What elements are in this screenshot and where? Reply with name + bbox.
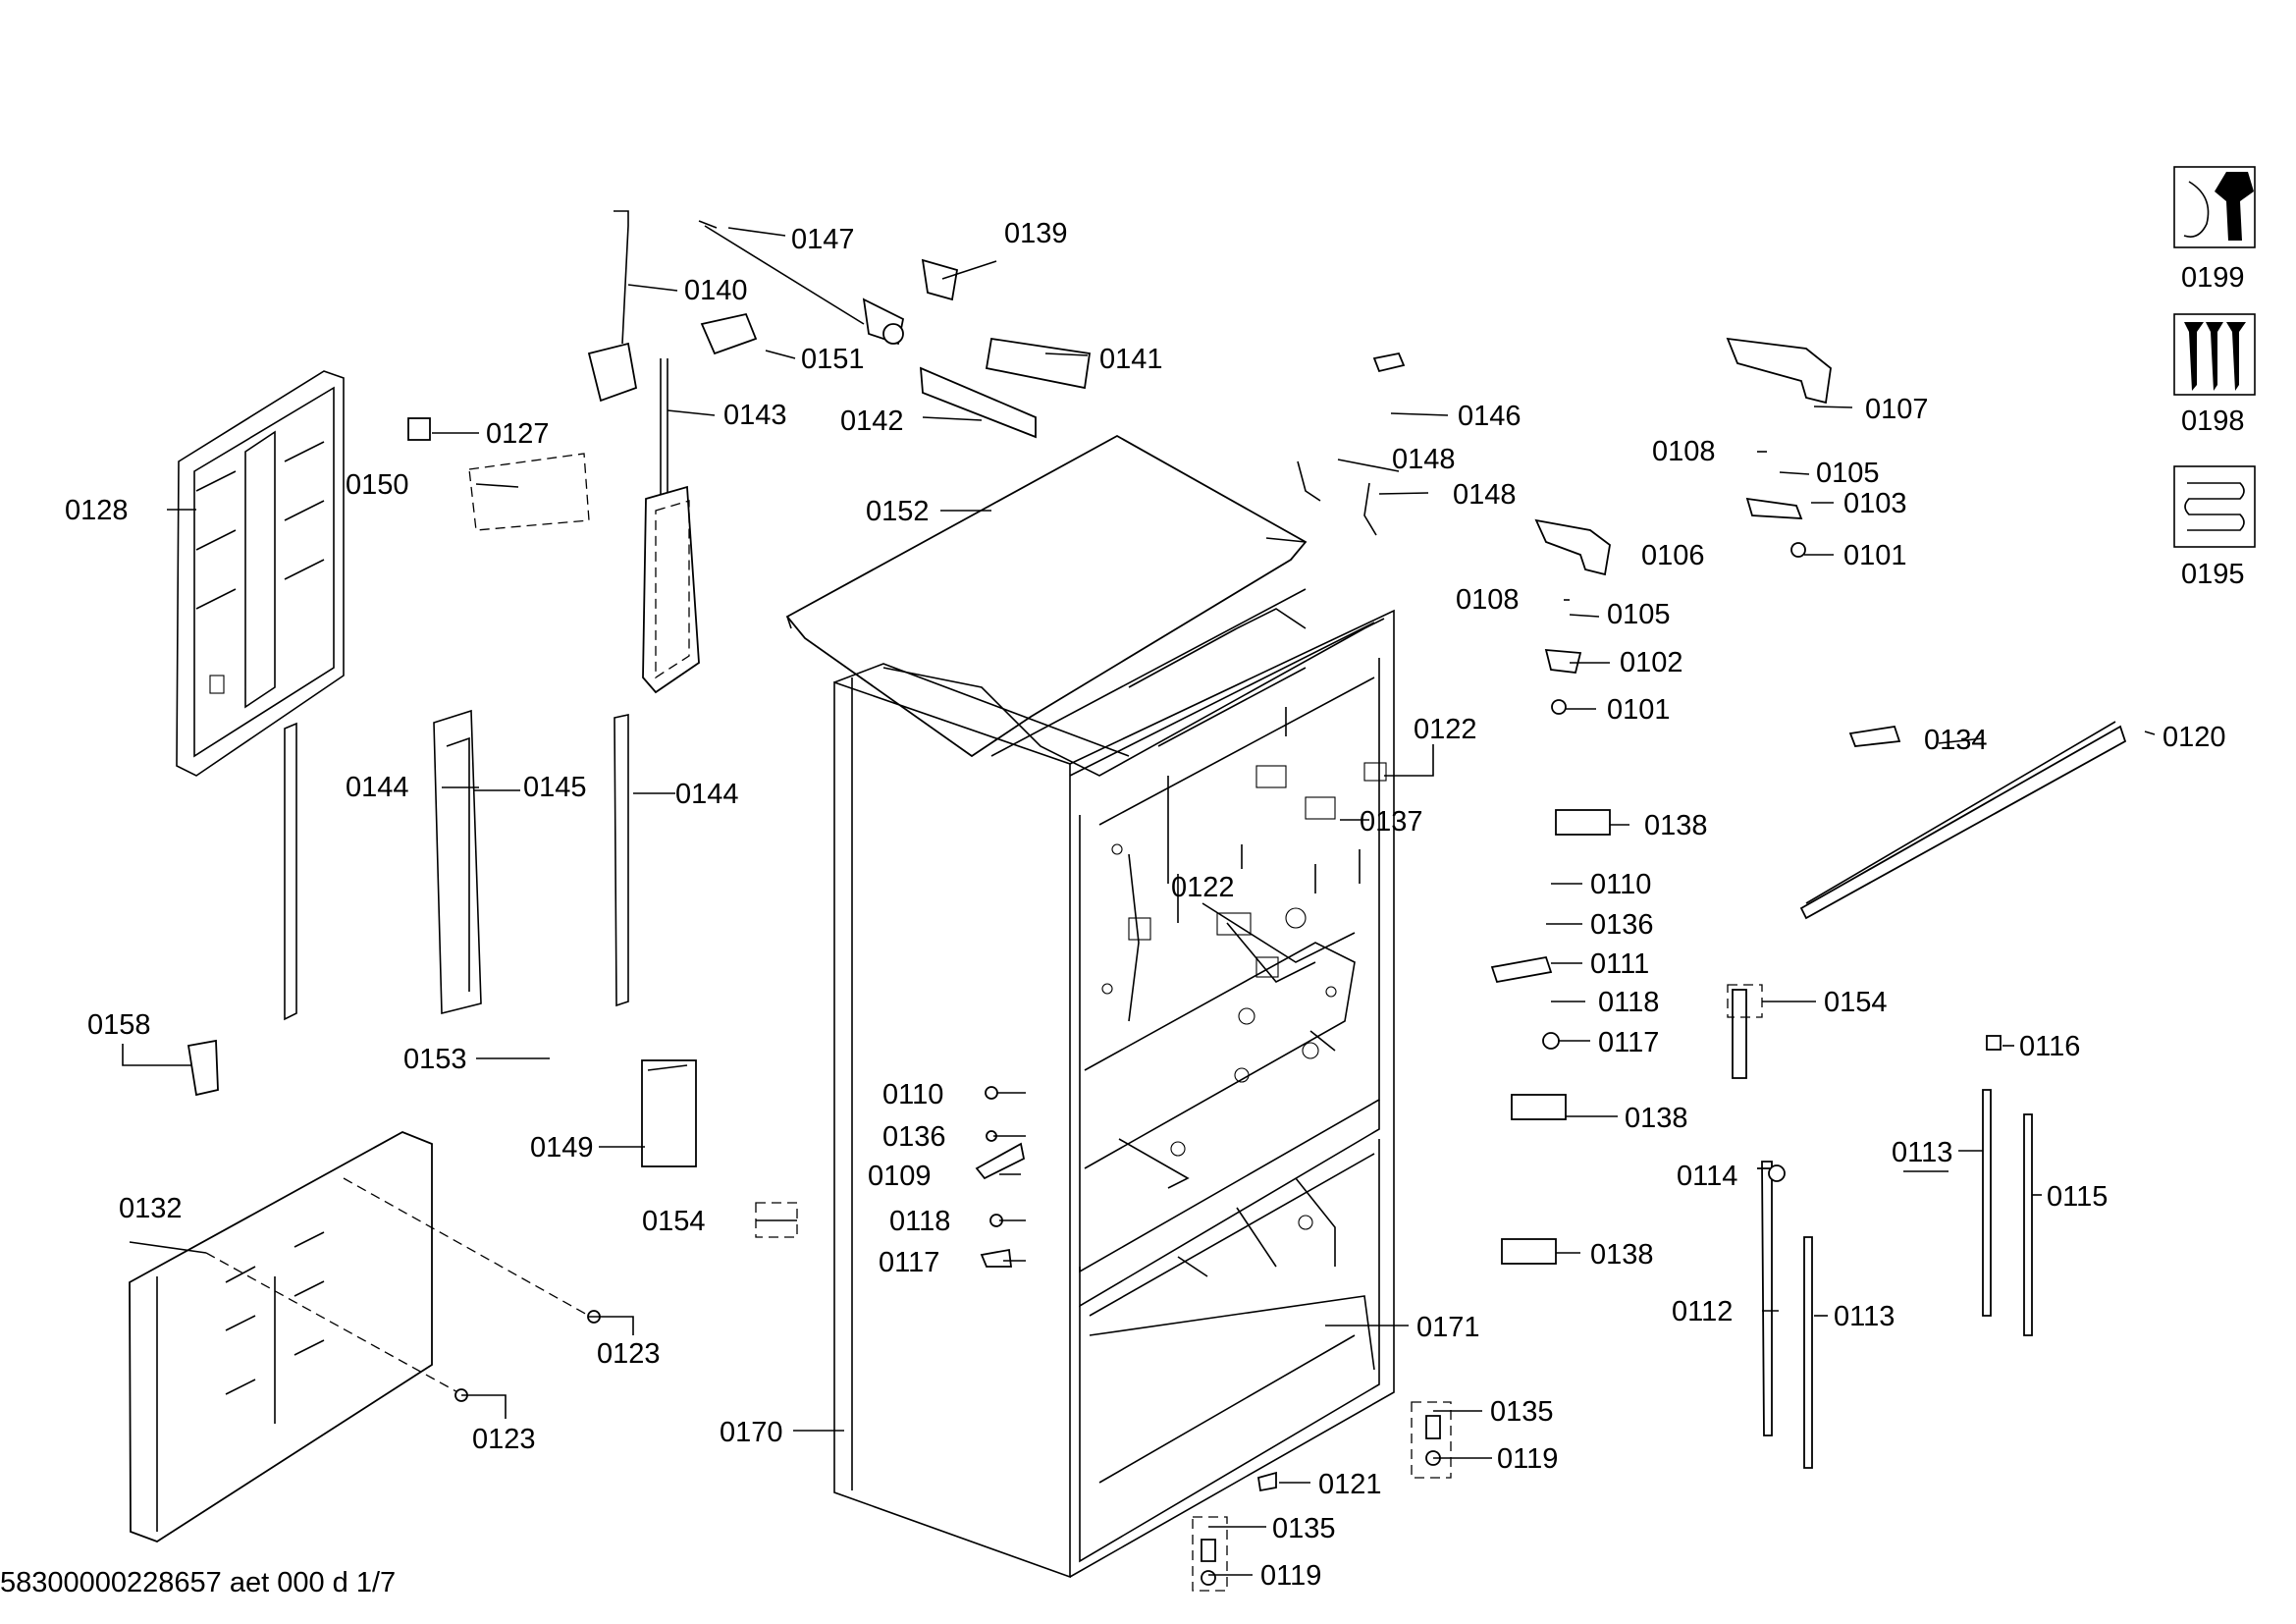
callout-0115[interactable]: 0115	[2047, 1181, 2108, 1213]
door-hinge-parts	[1490, 337, 2127, 1469]
callout-0121[interactable]: 0121	[1318, 1469, 1382, 1500]
callout-0123a[interactable]: 0123	[597, 1338, 661, 1370]
callout-0128[interactable]: 0128	[65, 495, 129, 526]
callout-0109[interactable]: 0109	[868, 1161, 932, 1192]
callout-0170[interactable]: 0170	[720, 1417, 783, 1448]
callout-0108a[interactable]: 0108	[1652, 436, 1716, 467]
callout-0108b[interactable]: 0108	[1456, 584, 1520, 616]
accessory-label-0195: 0195	[2181, 559, 2245, 590]
callout-0142[interactable]: 0142	[840, 406, 904, 437]
callout-0136b[interactable]: 0136	[882, 1121, 946, 1153]
callout-0106[interactable]: 0106	[1641, 540, 1705, 571]
accessory-icons: 0199 0198 0195	[2173, 166, 2256, 590]
document-code: 58300000228657 aet 000 d 1/7	[0, 1567, 397, 1598]
accessory-label-0199: 0199	[2181, 262, 2245, 294]
callout-0135a[interactable]: 0135	[1490, 1396, 1554, 1428]
callout-0110a[interactable]: 0110	[1590, 869, 1651, 900]
callout-0154a[interactable]: 0154	[642, 1206, 706, 1237]
callout-0103[interactable]: 0103	[1843, 488, 1907, 519]
callout-0138c[interactable]: 0138	[1590, 1239, 1654, 1271]
callout-0122b[interactable]: 0122	[1171, 872, 1235, 903]
shelf-rails	[284, 709, 629, 1021]
accessory-label-0198: 0198	[2181, 406, 2245, 437]
small-hardware	[755, 984, 1763, 1592]
screws-icon[interactable]: 0198	[2173, 313, 2256, 437]
callout-0140[interactable]: 0140	[684, 275, 748, 306]
top-components	[407, 220, 1406, 536]
callout-0151[interactable]: 0151	[801, 344, 865, 375]
cabinet-body	[785, 434, 1395, 1579]
callout-0127[interactable]: 0127	[486, 418, 550, 450]
callout-0117a[interactable]: 0117	[1598, 1027, 1659, 1058]
callout-0138a[interactable]: 0138	[1644, 810, 1708, 841]
callout-0101b[interactable]: 0101	[1607, 694, 1671, 726]
callout-0122a[interactable]: 0122	[1414, 714, 1477, 745]
callout-0119b[interactable]: 0119	[1260, 1560, 1321, 1592]
bottom-plate	[129, 1039, 697, 1543]
callout-0118b[interactable]: 0118	[889, 1206, 950, 1237]
callout-0158[interactable]: 0158	[87, 1009, 151, 1041]
top-cover-plate	[785, 434, 1308, 758]
callout-0138b[interactable]: 0138	[1625, 1103, 1688, 1134]
callout-0137[interactable]: 0137	[1360, 806, 1423, 838]
callout-0144a[interactable]: 0144	[346, 772, 409, 803]
heating-coil-icon[interactable]: 0195	[2173, 465, 2256, 590]
callout-labels: 0147 0139 0140 0151 0141 0143 0142 0127 …	[65, 218, 2226, 1592]
leader-lines	[122, 227, 2156, 1576]
callout-0154b[interactable]: 0154	[1824, 987, 1888, 1018]
callout-0149[interactable]: 0149	[530, 1132, 594, 1164]
callout-0134[interactable]: 0134	[1924, 725, 1988, 756]
callout-0107[interactable]: 0107	[1865, 394, 1929, 425]
callout-0123b[interactable]: 0123	[472, 1424, 536, 1455]
callout-0117b[interactable]: 0117	[879, 1247, 939, 1278]
callout-0105a[interactable]: 0105	[1816, 458, 1880, 489]
callout-0101a[interactable]: 0101	[1843, 540, 1907, 571]
side-panel	[176, 370, 345, 777]
water-valve-assembly	[587, 210, 700, 694]
callout-0148b[interactable]: 0148	[1453, 479, 1517, 511]
callout-0111[interactable]: 0111	[1590, 948, 1649, 980]
callout-0132[interactable]: 0132	[119, 1193, 183, 1224]
callout-0136a[interactable]: 0136	[1590, 909, 1654, 941]
callout-0153[interactable]: 0153	[403, 1044, 467, 1075]
callout-0135b[interactable]: 0135	[1272, 1513, 1336, 1544]
callout-0147[interactable]: 0147	[791, 224, 855, 255]
callout-0120[interactable]: 0120	[2163, 722, 2226, 753]
callout-0113a[interactable]: 0113	[1892, 1137, 1952, 1168]
callout-0141[interactable]: 0141	[1099, 344, 1163, 375]
callout-0112[interactable]: 0112	[1672, 1296, 1733, 1327]
callout-0105b[interactable]: 0105	[1607, 599, 1671, 630]
callout-0139[interactable]: 0139	[1004, 218, 1068, 249]
callout-0150[interactable]: 0150	[346, 469, 409, 501]
callout-0148a[interactable]: 0148	[1392, 444, 1456, 475]
callout-0143[interactable]: 0143	[723, 400, 787, 431]
tools-wrench-icon[interactable]: 0199	[2173, 166, 2256, 294]
callout-0116[interactable]: 0116	[2019, 1031, 2080, 1062]
callout-0145[interactable]: 0145	[523, 772, 587, 803]
callout-0113b[interactable]: 0113	[1834, 1301, 1895, 1332]
callout-0146[interactable]: 0146	[1458, 401, 1522, 432]
callout-0171[interactable]: 0171	[1416, 1312, 1480, 1343]
callout-0110b[interactable]: 0110	[882, 1079, 943, 1110]
callout-0114[interactable]: 0114	[1677, 1161, 1737, 1192]
callout-0152[interactable]: 0152	[866, 496, 930, 527]
callout-0118a[interactable]: 0118	[1598, 987, 1659, 1018]
callout-0144b[interactable]: 0144	[675, 779, 739, 810]
callout-0119a[interactable]: 0119	[1497, 1443, 1558, 1475]
callout-0102[interactable]: 0102	[1620, 647, 1683, 678]
